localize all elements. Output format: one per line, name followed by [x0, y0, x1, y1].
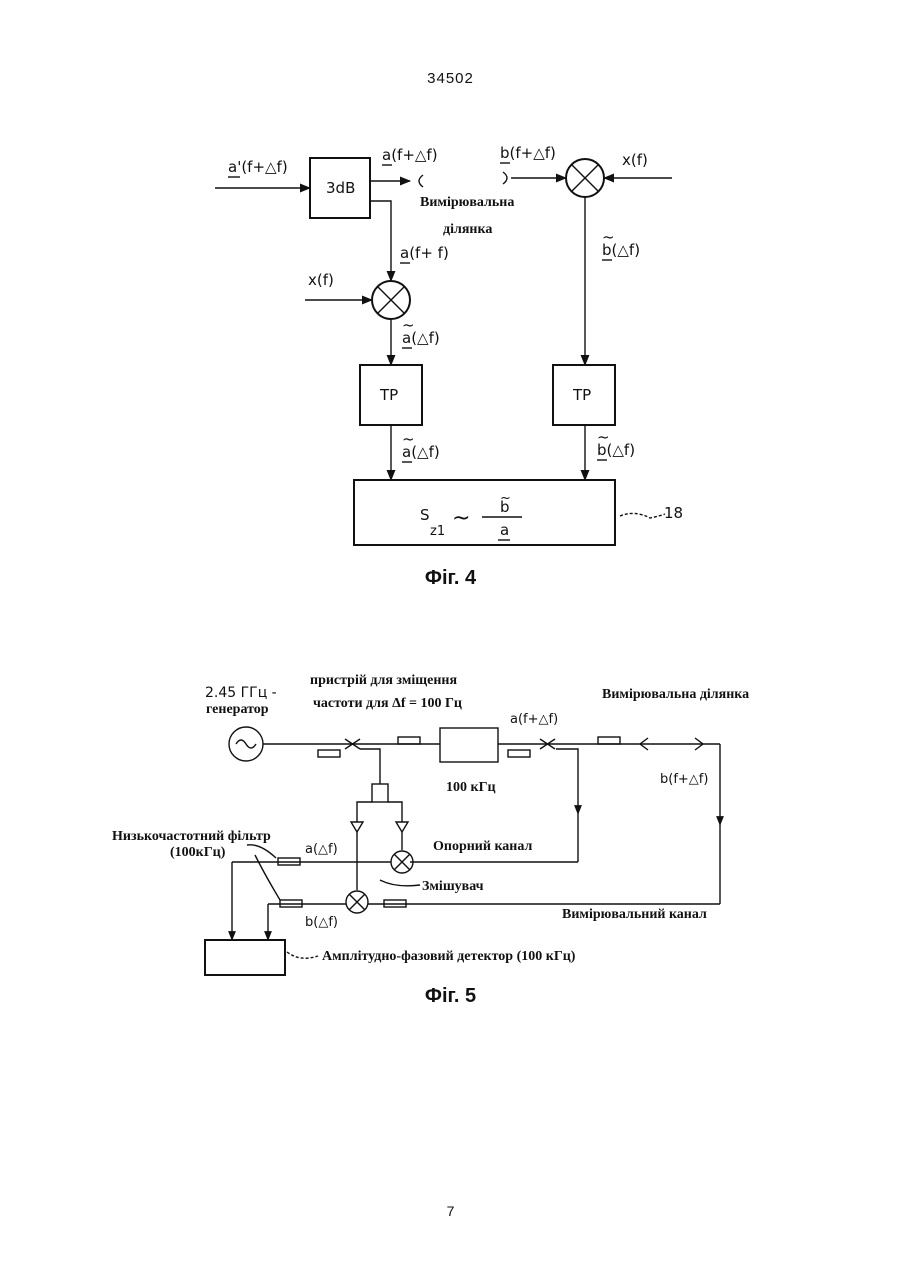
a-label: a(f+△f) [510, 712, 558, 727]
gen-label: генератор [206, 702, 269, 717]
gen-freq-label: 2.45 ГГц - [205, 685, 277, 701]
shift-label-1: пристрій для зміщення [310, 673, 457, 688]
mixer-label: Змішувач [422, 879, 484, 894]
lpf-label-1: Низькочастотний фільтр [112, 829, 271, 844]
figure-5-caption: Фіг. 5 [0, 985, 901, 1008]
b-tilde-label: b(△f) [305, 915, 338, 930]
measure-section-label: Вимірювальна ділянка [602, 687, 749, 702]
frequency-shift-box [440, 728, 498, 762]
shift-label-2: частоти для Δf = 100 Гц [313, 696, 462, 711]
lpf-label-2: (100кГц) [170, 845, 226, 860]
ref-channel-label: Опорний канал [433, 839, 532, 854]
a-tilde-label: a(△f) [305, 842, 338, 857]
amplitude-phase-detector-box [205, 940, 285, 975]
measure-channel-label: Вимірювальний канал [562, 907, 707, 922]
b-label: b(f+△f) [660, 772, 708, 787]
khz-100-label: 100 кГц [446, 780, 496, 795]
figure-5-diagram: 2.45 ГГц - генератор пристрій для зміщен… [0, 0, 901, 1000]
page-number: 7 [0, 1203, 901, 1219]
detector-label: Амплітудно-фазовий детектор (100 кГц) [322, 949, 576, 964]
